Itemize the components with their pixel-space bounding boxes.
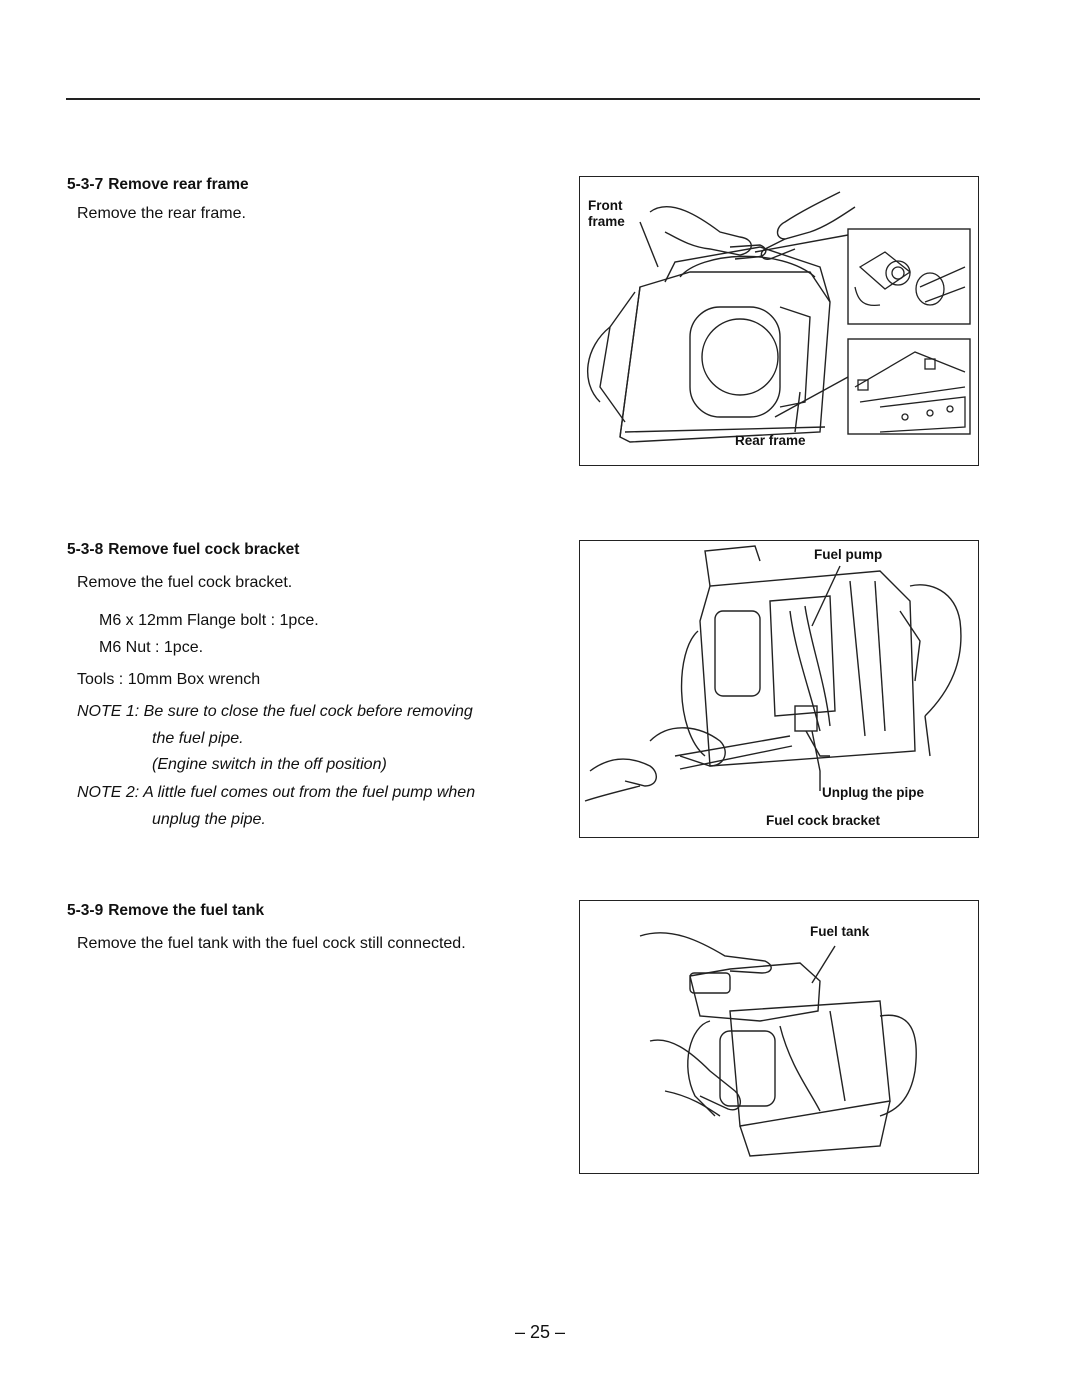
page-number: – 25 – bbox=[514, 1322, 566, 1342]
note-2-line1: NOTE 2: A little fuel comes out from the… bbox=[77, 784, 476, 801]
section-title: Remove fuel cock bracket bbox=[108, 541, 300, 558]
section-body: Remove the rear frame. bbox=[77, 205, 246, 222]
label-fuel-pump: Fuel pump bbox=[814, 547, 883, 562]
label-fuel-cock-bracket: Fuel cock bracket bbox=[766, 813, 881, 828]
figure-rear-frame: Front frame Rear frame bbox=[579, 176, 979, 466]
note-2-line2: unplug the pipe. bbox=[152, 811, 266, 828]
fuel-cock-bracket-illustration bbox=[584, 545, 962, 802]
figure-fuel-tank: Fuel tank bbox=[579, 900, 979, 1174]
note-1-line3: (Engine switch in the off position) bbox=[152, 756, 387, 773]
section-body: Remove the fuel tank with the fuel cock … bbox=[77, 935, 466, 952]
tools-line: Tools : 10mm Box wrench bbox=[77, 671, 261, 688]
section-title: Remove the fuel tank bbox=[108, 902, 265, 919]
part-item: M6 x 12mm Flange bolt : 1pce. bbox=[99, 612, 319, 629]
figure-fuel-cock-bracket: Fuel pump Unplug the pipe Fuel cock brac… bbox=[579, 540, 979, 838]
note-1-line2: the fuel pipe. bbox=[152, 730, 244, 747]
section-title: Remove rear frame bbox=[108, 176, 249, 193]
rear-frame-illustration bbox=[586, 191, 971, 443]
section-body: Remove the fuel cock bracket. bbox=[77, 574, 293, 591]
section-number: 5-3-8 bbox=[67, 541, 104, 558]
part-item: M6 Nut : 1pce. bbox=[99, 639, 204, 656]
section-number: 5-3-9 bbox=[67, 902, 104, 919]
label-front-frame: Front frame bbox=[588, 198, 625, 229]
fuel-tank-illustration bbox=[639, 932, 917, 1157]
label-unplug-pipe: Unplug the pipe bbox=[822, 785, 924, 800]
section-number: 5-3-7 bbox=[67, 176, 104, 193]
header-rule bbox=[66, 98, 980, 100]
label-fuel-tank: Fuel tank bbox=[810, 924, 870, 939]
note-1-line1: NOTE 1: Be sure to close the fuel cock b… bbox=[77, 703, 473, 720]
label-rear-frame: Rear frame bbox=[735, 433, 806, 448]
